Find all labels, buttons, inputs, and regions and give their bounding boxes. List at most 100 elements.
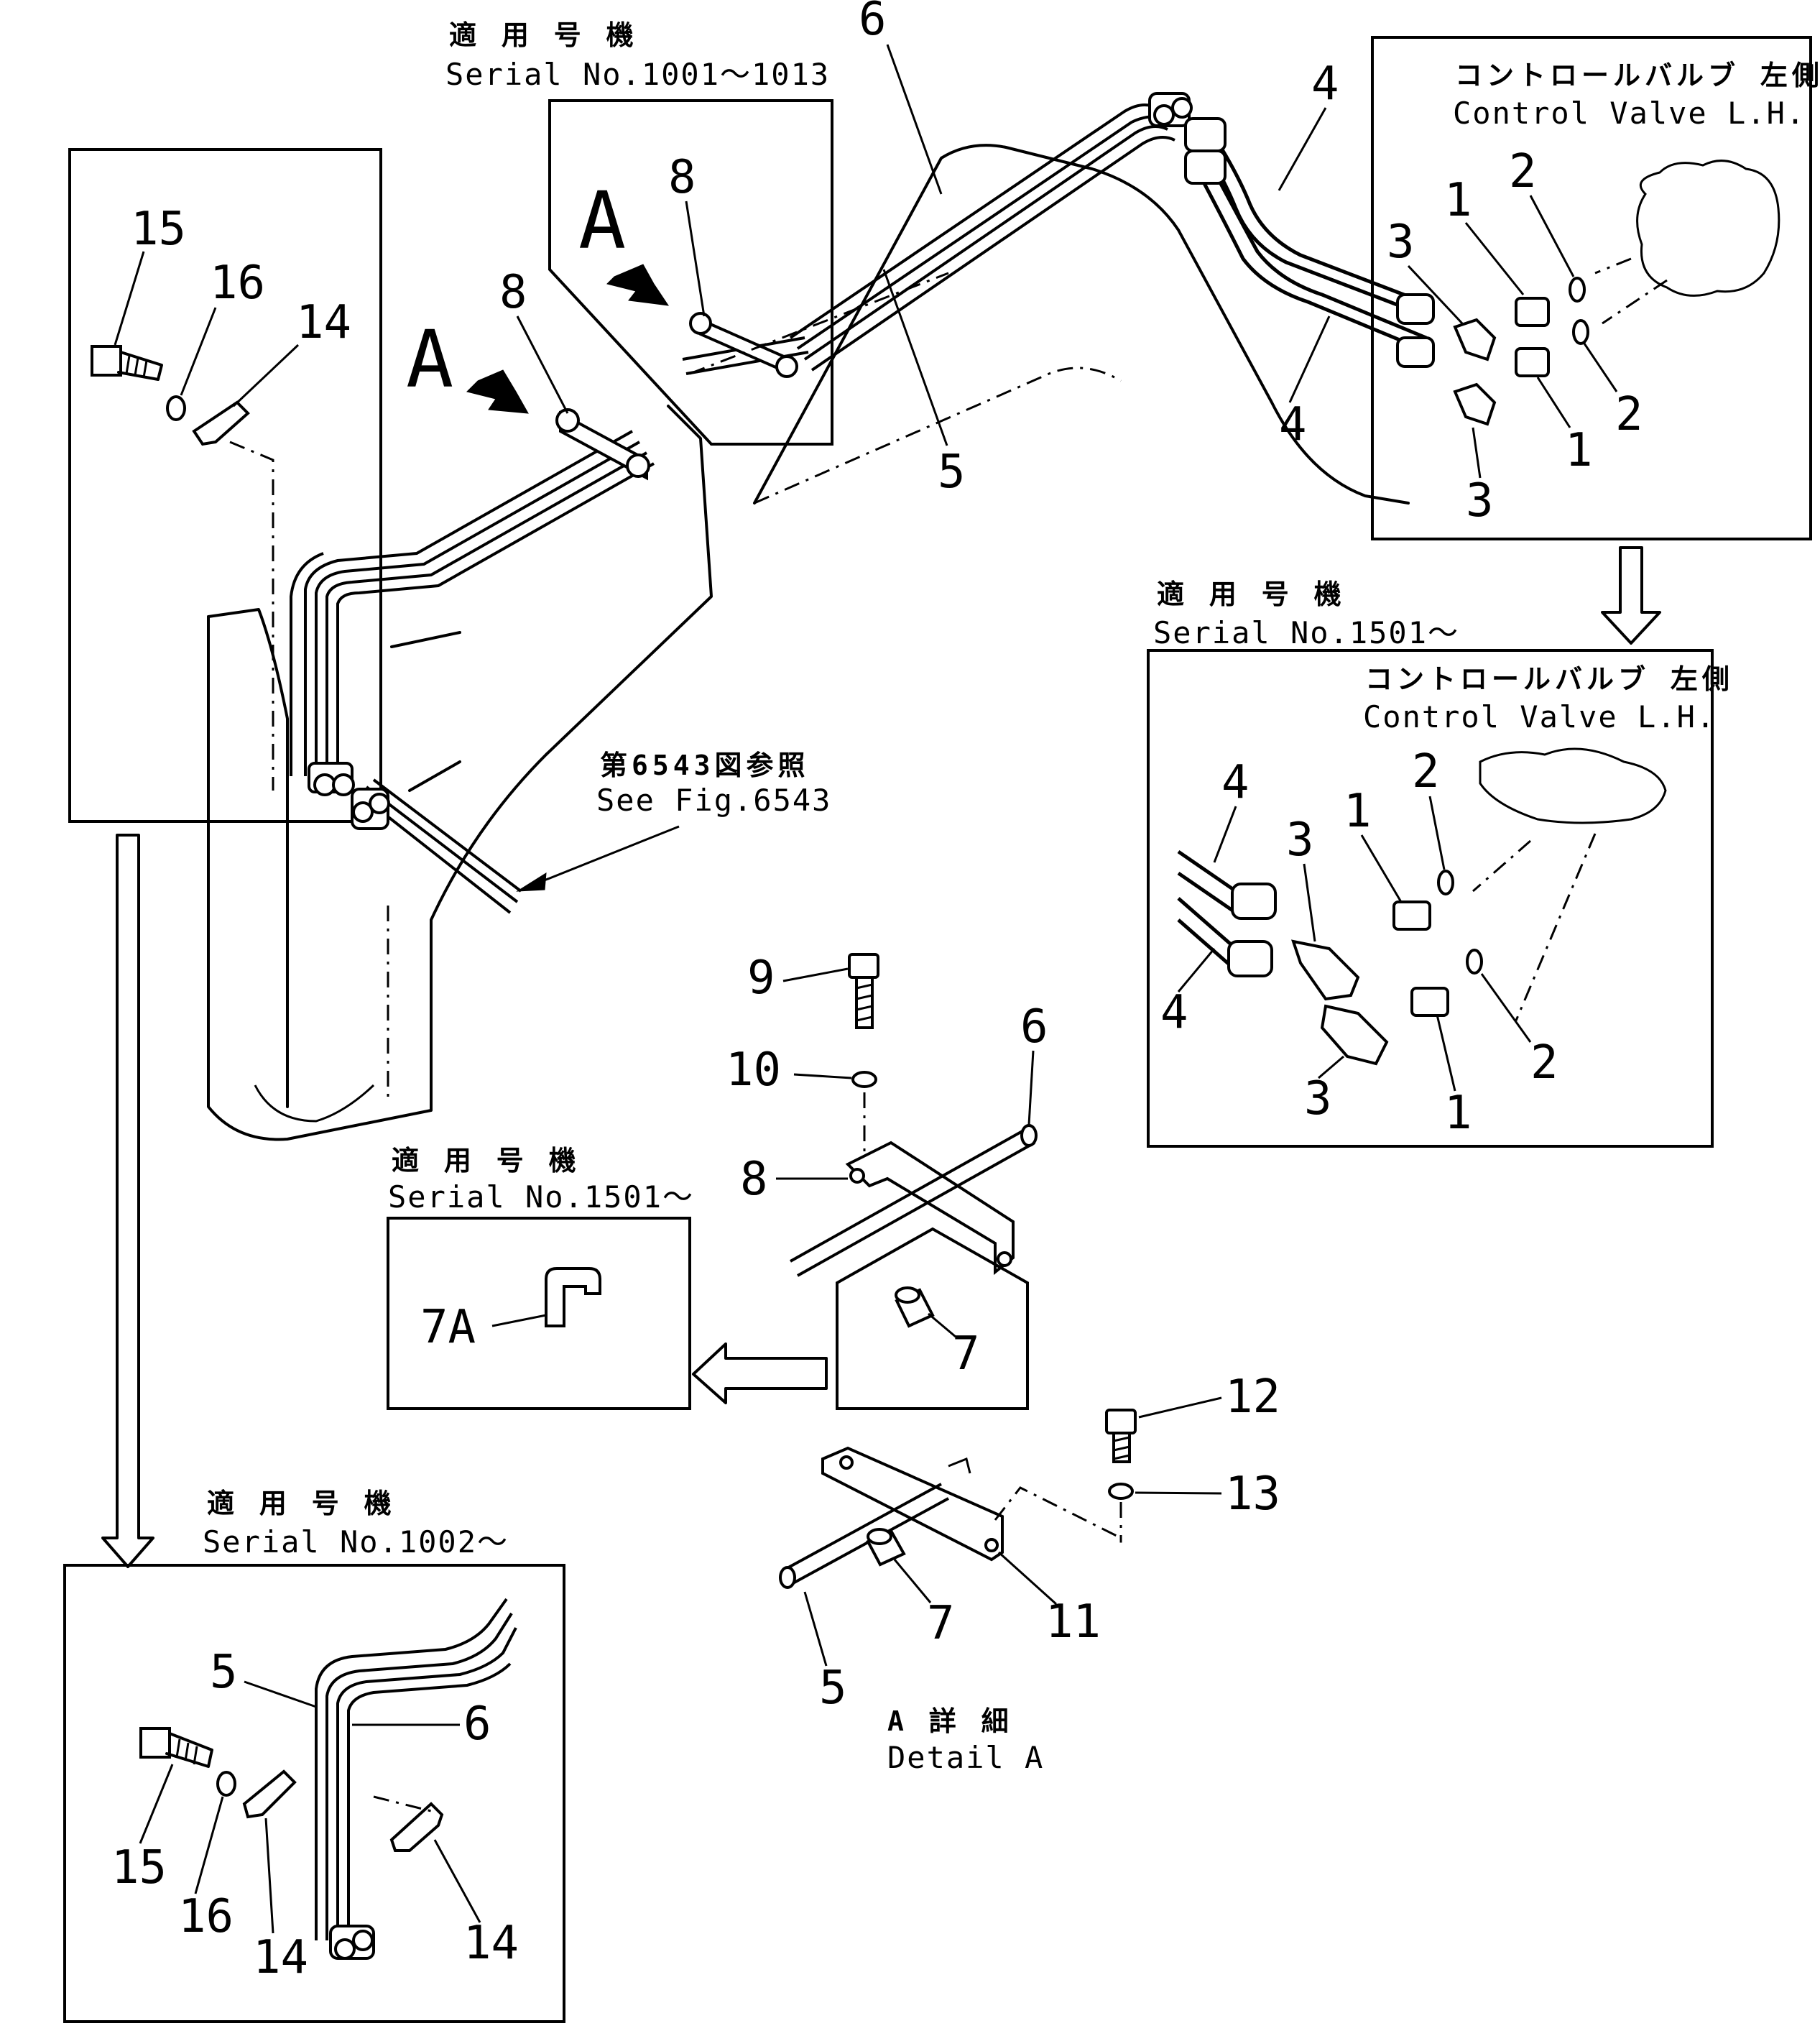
svg-text:1: 1 — [1444, 1087, 1472, 1140]
elbow-3-mid-icon — [1291, 939, 1389, 1066]
svg-text:3: 3 — [1387, 216, 1415, 269]
oring-2-upper-b — [1572, 319, 1589, 345]
part-label-8-left: 8 — [499, 266, 569, 414]
bolt-15-bottom-icon — [139, 1727, 213, 1768]
svg-text:15: 15 — [111, 1841, 167, 1894]
svg-text:9: 9 — [747, 952, 775, 1005]
svg-text:8: 8 — [740, 1153, 768, 1206]
svg-text:4: 4 — [1311, 57, 1339, 111]
oring-2-mid-b — [1466, 949, 1483, 975]
svg-text:3: 3 — [1466, 474, 1494, 528]
svg-text:14: 14 — [296, 296, 351, 349]
part-label-8-top: 8 — [668, 151, 706, 317]
svg-text:15: 15 — [131, 203, 186, 256]
serial-heading-top-jp: 適 用 号 機 — [449, 19, 638, 51]
svg-text:7: 7 — [927, 1597, 955, 1650]
see-fig-jp: 第6543図参照 — [600, 750, 810, 781]
spacer-7-detail-icon — [866, 1528, 906, 1567]
part-label-11: 11 — [997, 1551, 1101, 1649]
detail-box-7 — [836, 1227, 1029, 1410]
svg-text:6: 6 — [859, 0, 887, 46]
detail-inset-box-top — [548, 99, 833, 446]
svg-text:12: 12 — [1225, 1371, 1280, 1424]
serial-heading-mid: Serial No.1501～ — [1153, 615, 1459, 650]
elbow-3-upper-icon — [1453, 318, 1497, 426]
pipe-to-fig6543 — [351, 778, 522, 914]
pipe-6-detail — [790, 1127, 1035, 1277]
part-label-1-top-b: 1 — [1536, 377, 1593, 477]
part-label-1-top-a: 1 — [1444, 174, 1525, 295]
svg-text:7: 7 — [952, 1327, 980, 1381]
svg-text:2: 2 — [1412, 745, 1440, 798]
svg-text:4: 4 — [1221, 756, 1249, 809]
svg-text:5: 5 — [210, 1646, 238, 1699]
bracket-8-icon — [845, 1141, 1015, 1276]
detail-a-en: Detail A — [887, 1740, 1044, 1775]
hose-4-mid — [1177, 849, 1277, 977]
see-fig-leader — [535, 825, 680, 885]
control-valve-mid-jp: コントロールバルブ 左側 — [1365, 663, 1734, 695]
inset-box-left — [68, 148, 382, 823]
control-valve-mid-icon — [1479, 747, 1667, 824]
svg-text:13: 13 — [1225, 1468, 1280, 1521]
part-label-10: 10 — [726, 1044, 852, 1097]
inset-box-bottom-left — [63, 1564, 565, 2023]
oring-2-mid-a — [1437, 870, 1454, 895]
arrow-down-left — [101, 834, 154, 1568]
svg-text:5: 5 — [938, 446, 966, 499]
svg-text:10: 10 — [726, 1044, 781, 1097]
part-label-1-mid-a: 1 — [1344, 785, 1403, 903]
hose-4-upper — [1184, 117, 1435, 368]
control-valve-top-icon — [1636, 160, 1780, 297]
washer-13-icon — [1108, 1483, 1134, 1500]
control-valve-box-top — [1371, 36, 1812, 540]
part-label-2-top-b: 2 — [1583, 343, 1643, 441]
serial-heading-7a-jp: 適 用 号 機 — [392, 1145, 581, 1176]
oring-2-upper-a — [1569, 277, 1586, 303]
svg-text:5: 5 — [819, 1662, 847, 1715]
part-label-14-bottom-a: 14 — [253, 1818, 308, 1984]
serial-heading-bl: Serial No.1002～ — [203, 1524, 509, 1560]
spacer-7a-icon — [545, 1267, 601, 1327]
bolt-15-icon — [91, 345, 163, 381]
svg-text:14: 14 — [253, 1931, 308, 1984]
svg-text:7A: 7A — [420, 1301, 476, 1354]
view-arrow-a-left — [466, 369, 529, 414]
control-valve-top-en: Control Valve L.H. — [1453, 96, 1806, 131]
serial-heading-mid-jp: 適 用 号 機 — [1157, 579, 1346, 610]
detail-a-jp: A 詳 細 — [887, 1705, 1013, 1737]
svg-text:11: 11 — [1045, 1595, 1101, 1649]
part-label-4-mid-a: 4 — [1213, 756, 1249, 863]
part-label-5-top: 5 — [882, 269, 966, 499]
arrow-left-to-7a — [692, 1342, 828, 1404]
control-valve-top-jp: コントロールバルブ 左側 — [1455, 60, 1820, 91]
serial-heading-bl-jp: 適 用 号 機 — [207, 1488, 396, 1519]
svg-text:2: 2 — [1509, 145, 1537, 198]
svg-text:6: 6 — [463, 1698, 491, 1751]
part-label-14-bottom-b: 14 — [433, 1839, 519, 1970]
svg-text:2: 2 — [1530, 1036, 1558, 1090]
part-label-3-top-a: 3 — [1387, 216, 1464, 325]
part-label-3-mid-b: 3 — [1304, 1055, 1344, 1125]
part-label-13: 13 — [1135, 1468, 1280, 1521]
pipe-5-6-long — [789, 92, 1193, 372]
control-valve-box-mid — [1147, 649, 1714, 1148]
svg-text:14: 14 — [463, 1917, 519, 1970]
washer-16-bottom-icon — [216, 1771, 236, 1797]
bolt-12-icon — [1105, 1409, 1137, 1463]
part-label-4-upper-a: 4 — [1278, 57, 1339, 191]
part-label-2-mid-b: 2 — [1480, 973, 1558, 1090]
part-label-15-bottom: 15 — [111, 1764, 174, 1894]
box-7a — [387, 1217, 691, 1410]
part-label-6-bottom: 6 — [352, 1698, 491, 1751]
svg-text:16: 16 — [178, 1890, 234, 1943]
part-label-3-top-b: 3 — [1466, 427, 1494, 528]
part-label-3-mid-a: 3 — [1286, 814, 1316, 942]
part-label-6-top: 6 — [859, 0, 943, 195]
serial-heading-top: Serial No.1001～1013 — [445, 57, 830, 92]
part-label-7a: 7A — [420, 1301, 547, 1354]
part-label-14-left: 14 — [232, 296, 351, 407]
part-label-8-detail: 8 — [740, 1153, 848, 1206]
part-label-4-mid-b: 4 — [1160, 948, 1216, 1039]
